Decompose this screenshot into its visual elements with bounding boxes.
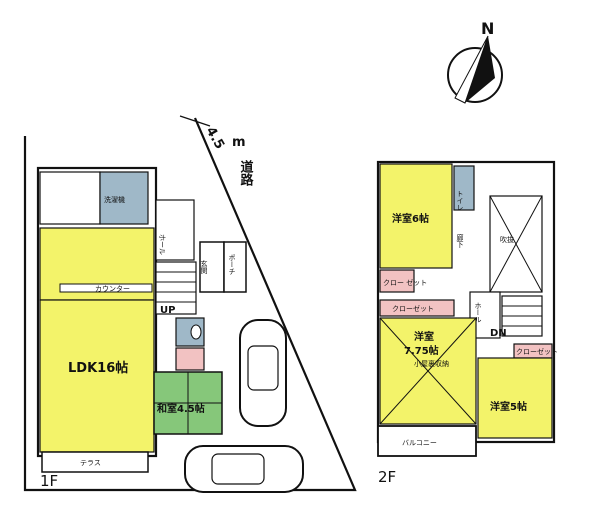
terrace [41, 451, 149, 473]
svg-text:カウンター: カウンター [95, 284, 130, 293]
terrace-label: テラス [80, 459, 101, 467]
storage-1f [175, 347, 205, 371]
washroom [99, 171, 149, 225]
porch [223, 241, 247, 293]
closet-a [379, 269, 415, 293]
svg-text:トイレ: トイレ [456, 190, 464, 211]
stairs-1f: UP [155, 261, 197, 316]
svg-text:クロー ゼット: クロー ゼット [383, 278, 427, 287]
room-ldk [39, 299, 155, 453]
toilet-icon [190, 324, 202, 340]
room-bedroom-3-label: 洋室5帖 [490, 400, 527, 413]
room-bedroom-1 [379, 163, 453, 269]
car-icon [184, 445, 304, 493]
floor-2: 洋室6帖 トイレ 廊下 吹抜 クロー ゼット クローゼット ホール DN 洋室 … [376, 160, 558, 486]
compass: N [447, 19, 503, 104]
svg-text:クローゼット: クローゼット [516, 347, 558, 356]
hall-1f [155, 199, 195, 261]
compass-label: N [481, 19, 494, 38]
road-width: 4.5 [203, 125, 228, 152]
road-unit: m [232, 135, 246, 150]
room-bedroom-2-note: 小屋裏収納 [414, 359, 449, 368]
room-bedroom-2-label: 洋室 [414, 330, 434, 343]
room-bedroom-1-label: 洋室6帖 [392, 212, 429, 225]
compass-needle-icon [465, 36, 495, 103]
bathroom [39, 171, 101, 225]
room-bedroom-2-size: 7.75帖 [404, 344, 439, 357]
svg-text:ホール: ホール [474, 302, 482, 323]
fukinuke-label: 吹抜 [500, 235, 514, 244]
stairs-2f: DN [490, 295, 543, 339]
svg-text:ポーチ: ポーチ [228, 254, 236, 275]
balcony [377, 425, 477, 457]
floor-1-label: 1F [40, 472, 58, 490]
floor-1: LDK16帖 カウンター 洗濯機 ホール 玄関 ポーチ UP [36, 166, 304, 493]
svg-text:ホール: ホール [158, 234, 166, 255]
road-name: 道路 [238, 159, 254, 186]
floor-2-label: 2F [378, 468, 396, 486]
car-icon [239, 319, 287, 427]
entrance [199, 241, 225, 293]
room-ldk-label: LDK16帖 [68, 360, 128, 376]
room-bedroom-3 [477, 357, 553, 439]
lot-boundary [23, 115, 357, 492]
balcony-label: バルコニー [402, 439, 437, 447]
stairs-dn-label: DN [490, 328, 507, 339]
room-washitsu-label: 和室4.5帖 [156, 402, 205, 415]
svg-text:洗濯機: 洗濯機 [104, 195, 125, 204]
toilet-2f [453, 165, 475, 211]
stairs-up-label: UP [160, 305, 175, 316]
svg-text:玄関: 玄関 [200, 259, 208, 275]
svg-text:クローゼット: クローゼット [392, 304, 434, 313]
closet-b [379, 299, 455, 317]
svg-text:廊下: 廊下 [456, 233, 464, 249]
